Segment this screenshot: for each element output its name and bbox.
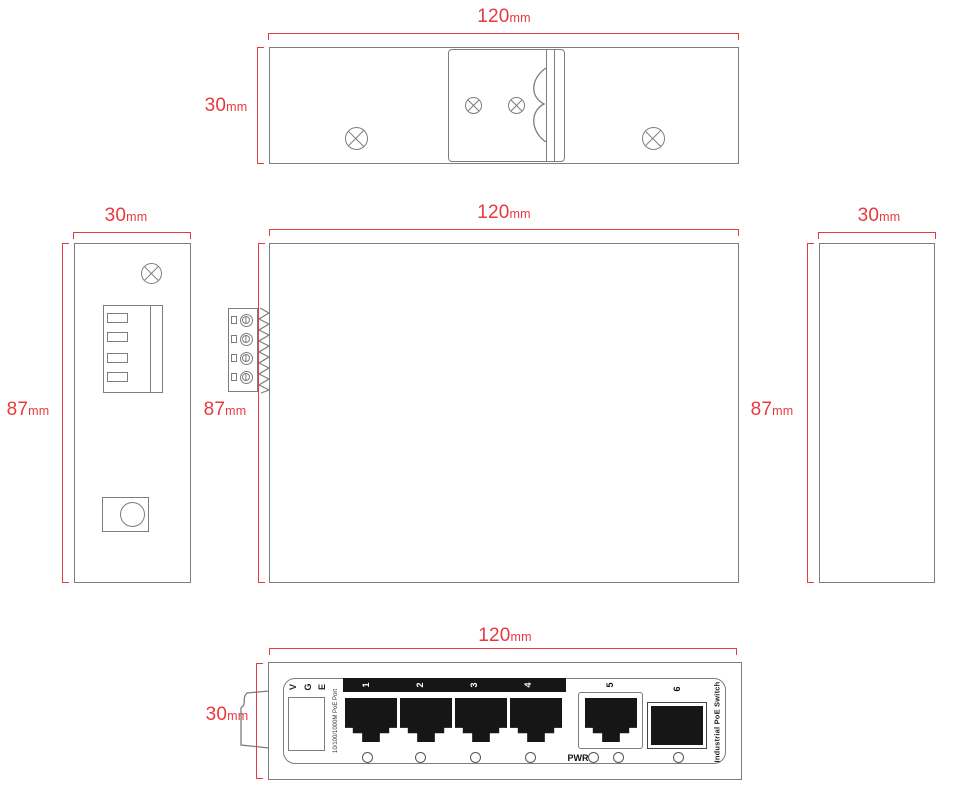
dim-label-bottom-height: 30mm <box>205 704 249 725</box>
led-port-1 <box>361 752 373 763</box>
plate-screw-icon <box>464 96 482 114</box>
connector-slot <box>107 353 128 363</box>
port-5-label: 5 <box>605 681 615 688</box>
case-screw-icon <box>641 126 665 150</box>
terminal-wire-slot <box>231 335 237 343</box>
reset-button <box>120 502 145 527</box>
terminal-pin-label-g: G <box>302 683 313 691</box>
dim-label-left-height: 87mm <box>6 399 50 420</box>
dim-label-bottom-width: 120mm <box>478 625 532 646</box>
port-1-label: 1 <box>361 682 371 688</box>
led-port-3 <box>469 752 481 763</box>
dim-line-bottom-height <box>256 663 263 779</box>
connector-slot <box>107 332 128 342</box>
din-rail-clip-spring <box>533 67 547 143</box>
case-screw-icon <box>344 126 368 150</box>
led-port-5 <box>612 752 624 763</box>
front-view <box>269 243 739 583</box>
dim-line-top-width <box>268 33 739 40</box>
side-screw-icon <box>140 262 162 284</box>
led-port-6 <box>672 752 684 763</box>
sfp-port-6 <box>651 706 703 745</box>
dim-line-bottom-width <box>269 648 737 655</box>
dim-label-front-width: 120mm <box>477 202 531 223</box>
terminal-screw-icon <box>239 351 253 365</box>
dim-line-front-height <box>258 243 265 583</box>
port-4-label: 4 <box>523 682 533 688</box>
terminal-block-protrusion <box>240 690 270 749</box>
dim-label-front-height: 87mm <box>203 399 247 420</box>
dim-line-right-height <box>807 243 814 583</box>
terminal-wire-slot <box>231 354 237 362</box>
port-3-label: 3 <box>469 682 479 688</box>
port-speed-note: 10/100/1000M PoE Port <box>333 688 339 754</box>
pwr-label: PWR <box>567 752 589 763</box>
dim-line-left-height <box>62 243 69 583</box>
terminal-screw-icon <box>239 313 253 327</box>
terminal-screw-icon <box>239 332 253 346</box>
dim-line-front-width <box>269 229 739 236</box>
led-port-2 <box>414 752 426 763</box>
power-terminal-face <box>288 697 325 751</box>
port-2-label: 2 <box>415 682 425 688</box>
port-6-label: 6 <box>672 685 682 692</box>
pwr-led <box>587 752 599 763</box>
terminal-wire-slot <box>231 373 237 381</box>
dim-label-top-width: 120mm <box>477 6 531 27</box>
dim-line-right-width <box>818 232 936 239</box>
led-port-4 <box>524 752 536 763</box>
terminal-wire-slot <box>231 316 237 324</box>
terminal-pin-label-e: E <box>316 683 327 691</box>
dim-label-top-height: 30mm <box>204 95 248 116</box>
dim-line-left-width <box>73 232 191 239</box>
dim-label-left-width: 30mm <box>104 205 148 226</box>
din-rail-strip <box>546 49 555 162</box>
dim-line-top-height <box>257 47 264 164</box>
product-name-label: Industrial PoE Switch <box>712 681 722 763</box>
terminal-screw-icon <box>239 370 253 384</box>
right-side-view <box>819 243 935 583</box>
poe-ports-header-bar <box>343 678 566 692</box>
dim-label-right-width: 30mm <box>857 205 901 226</box>
connector-slot <box>107 313 128 323</box>
left-side-view <box>74 243 191 583</box>
dim-label-right-height: 87mm <box>750 399 794 420</box>
terminal-spring-contacts <box>257 307 271 394</box>
connector-slot <box>107 372 128 382</box>
plate-screw-icon <box>507 96 525 114</box>
terminal-pin-label-v: V <box>287 683 298 691</box>
